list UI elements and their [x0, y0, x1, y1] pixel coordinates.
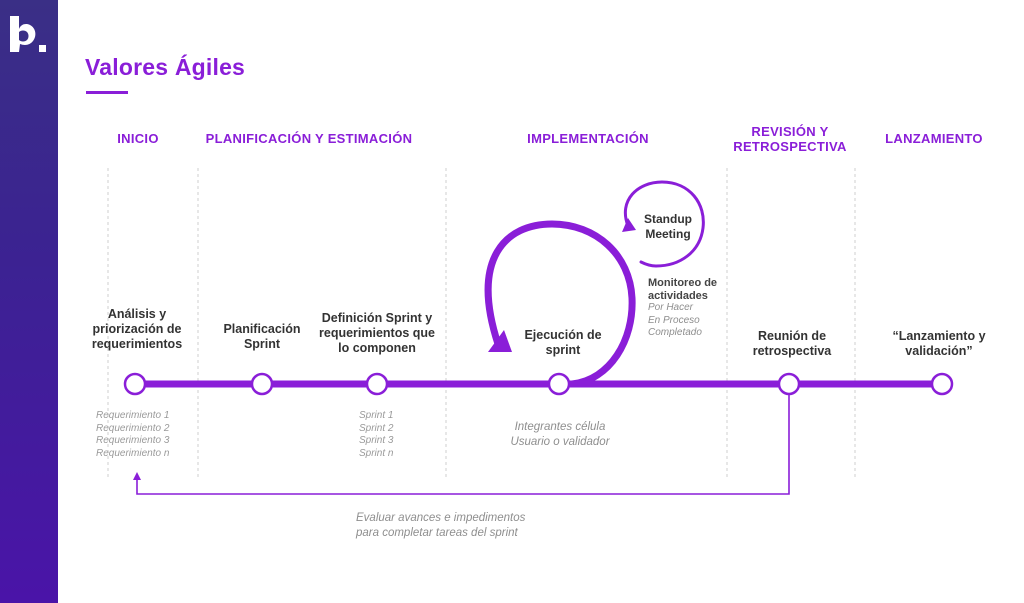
- sprints-list: Sprint 1 Sprint 2 Sprint 3 Sprint n: [359, 410, 393, 460]
- list-item: Sprint 2: [359, 422, 394, 434]
- step-reunion: Reunión de retrospectiva: [752, 329, 832, 358]
- monitoreo-block: Monitoreo de actividades Por Hacer En Pr…: [648, 277, 717, 340]
- list-item: Requerimiento 2: [96, 422, 170, 434]
- step-analisis: Análisis y priorización de requerimiento…: [91, 307, 183, 351]
- monitoreo-title: actividades: [648, 289, 708, 302]
- list-item: Integrantes célula: [514, 421, 606, 433]
- step-lanzamiento: “Lanzamiento y validación”: [892, 329, 986, 358]
- standup-label: Standup Meeting: [644, 212, 692, 241]
- monitoreo-title: Monitoreo de: [648, 277, 718, 289]
- sprint-loop-arrowhead: [488, 330, 512, 352]
- step-definicion-sprint: Definición Sprint y requerimientos que l…: [319, 311, 435, 355]
- node-ejecucion: [547, 372, 571, 396]
- brand-logo-icon: [10, 16, 46, 52]
- phase-revision: REVISIÓN Y RETROSPECTIVA: [733, 124, 847, 154]
- page-title: Valores Ágiles: [85, 54, 246, 80]
- list-item: Requerimiento 3: [96, 435, 170, 446]
- monitoreo-item: En Proceso: [648, 314, 700, 326]
- sprint-loop-arrow: [484, 220, 636, 388]
- phase-inicio: INICIO: [117, 131, 159, 146]
- list-item: Sprint 3: [359, 435, 394, 446]
- step-ejecucion: Ejecución de sprint: [524, 328, 602, 357]
- list-item: Usuario o validador: [510, 436, 610, 448]
- feedback-text: Evaluar avances e impedimentos para comp…: [356, 512, 526, 539]
- sidebar: [0, 0, 58, 603]
- node-analisis: [123, 372, 147, 396]
- integrantes-list: Integrantes célula Usuario o validador: [490, 420, 630, 450]
- list-item: Requerimiento 1: [96, 410, 170, 421]
- list-item: Requerimiento n: [96, 447, 170, 459]
- monitoreo-item: Completado: [648, 327, 702, 338]
- list-item: Sprint 1: [359, 410, 394, 421]
- phase-implementacion: IMPLEMENTACIÓN: [527, 131, 649, 146]
- phase-planificacion: PLANIFICACIÓN Y ESTIMACIÓN: [205, 131, 413, 146]
- node-definicion: [365, 372, 389, 396]
- phase-lanzamiento: LANZAMIENTO: [885, 131, 983, 146]
- title-underline: [86, 91, 128, 94]
- node-reunion: [777, 372, 801, 396]
- list-item: Sprint n: [359, 447, 394, 459]
- standup-loop-arrowhead: [622, 218, 636, 232]
- requerimientos-list: Requerimiento 1 Requerimiento 2 Requerim…: [96, 410, 169, 460]
- node-planificacion: [250, 372, 274, 396]
- node-lanzamiento: [930, 372, 954, 396]
- monitoreo-item: Por Hacer: [648, 302, 694, 313]
- standup-loop-arrow: [623, 180, 705, 268]
- step-planificacion-sprint: Planificación Sprint: [223, 322, 301, 351]
- feedback-loop-arrow: [133, 384, 790, 495]
